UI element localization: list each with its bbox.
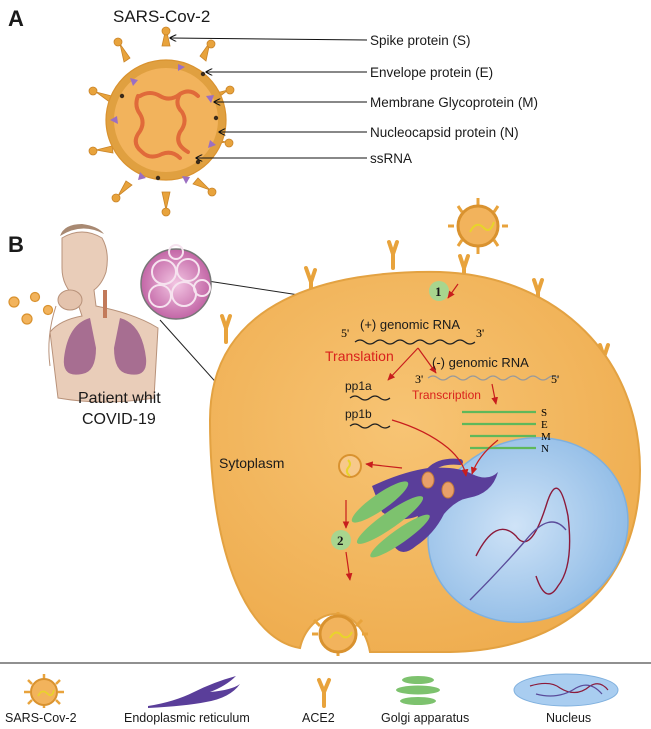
legend-label-virion: SARS-Cov-2 [5, 711, 77, 725]
legend-icon-ace2 [317, 678, 331, 708]
gene-n: N [541, 443, 549, 455]
virion-title: SARS-Cov-2 [113, 7, 210, 26]
label-ssrna: ssRNA [370, 151, 412, 166]
label-3-prime-pos: 3' [476, 326, 484, 340]
legend-label-er: Endoplasmic reticulum [124, 711, 250, 725]
rna-strands [349, 339, 559, 429]
label-pos-genomic-rna: (+) genomic RNA [360, 317, 460, 332]
label-pp1a: pp1a [345, 379, 372, 393]
label-5-prime-neg: 5' [551, 372, 559, 386]
legend-label-golgi: Golgi apparatus [381, 711, 469, 725]
legend-label-ace2: ACE2 [302, 711, 335, 725]
patient-label-line1: Patient whit [78, 390, 161, 407]
label-nucleocapsid-protein: Nucleocapsid protein (N) [370, 125, 519, 140]
panel-a-letter: A [8, 6, 24, 31]
label-cytoplasm: Sytoplasm [219, 455, 284, 471]
label-transcription: Transcription [412, 388, 481, 402]
label-pp1b: pp1b [345, 407, 372, 421]
panel-b-letter: B [8, 232, 24, 257]
gene-m: M [541, 431, 551, 443]
label-3-prime-neg: 3' [415, 372, 423, 386]
host-cell [208, 240, 642, 653]
label-neg-genomic-rna: (-) genomic RNA [432, 355, 529, 370]
process-arrows [342, 283, 499, 581]
label-5-prime-pos: 5' [341, 326, 349, 340]
label-spike-protein: Spike protein (S) [370, 33, 471, 48]
label-envelope-protein: Envelope protein (E) [370, 65, 493, 80]
alveoli-zoom [140, 244, 313, 399]
label-translation: Translation [325, 348, 394, 364]
svg-text:1: 1 [435, 284, 442, 299]
legend-icon-nucleus [513, 673, 619, 707]
step-2-badge: 2 [331, 530, 351, 550]
step-1-badge: 1 [429, 281, 449, 301]
virion-exiting [312, 612, 368, 656]
legend-icon-virion [24, 674, 64, 708]
legend-icon-golgi [396, 676, 440, 705]
structural-genes [462, 410, 536, 450]
patient-label-line2: COVID-19 [82, 411, 156, 428]
patient-illustration [48, 224, 159, 403]
virion-entering [448, 198, 508, 254]
gene-e: E [541, 419, 548, 431]
legend-label-nucleus: Nucleus [546, 711, 591, 725]
virion-large [88, 26, 235, 217]
panel-a-arrows [170, 38, 368, 158]
legend-icon-er [148, 676, 240, 708]
svg-text:2: 2 [337, 533, 344, 548]
gene-s: S [541, 407, 547, 419]
airborne-viruses [8, 291, 54, 325]
label-membrane-glycoprotein: Membrane Glycoprotein (M) [370, 95, 538, 110]
